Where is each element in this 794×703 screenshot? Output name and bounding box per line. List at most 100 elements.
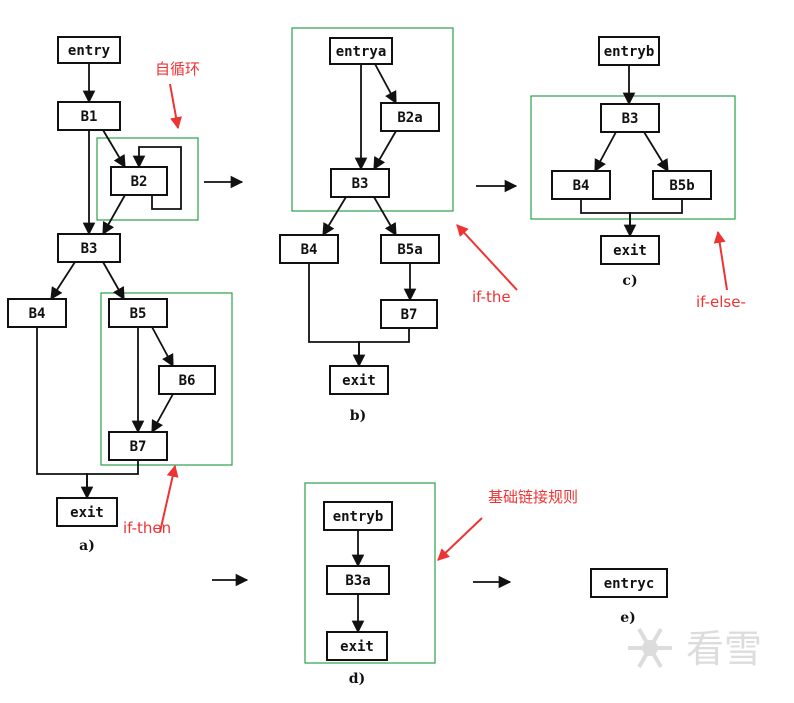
node-label: B5 <box>130 306 147 322</box>
node-label: B3 <box>81 241 98 257</box>
node-box <box>329 365 389 395</box>
node-a-B1[interactable]: B1 <box>57 101 121 131</box>
node-a-entry[interactable]: entry <box>57 36 121 64</box>
group-box-d-0 <box>304 482 436 664</box>
annotation-label: if-then <box>123 519 171 537</box>
node-label: B4 <box>301 242 318 258</box>
node-label: exit <box>70 505 104 521</box>
node-b-exit[interactable]: exit <box>329 365 389 395</box>
node-c-B4[interactable]: B4 <box>551 170 611 200</box>
annotation-arrow <box>159 464 179 533</box>
node-label: entryb <box>604 44 655 60</box>
node-label: exit <box>340 639 374 655</box>
node-b-B7[interactable]: B7 <box>380 299 438 329</box>
edge-a-B1-B2 <box>102 129 126 169</box>
panel-caption-e: e) <box>620 610 636 626</box>
annotation-arrow <box>169 83 182 130</box>
panel-caption-a: a) <box>79 538 95 554</box>
node-box <box>600 103 660 133</box>
node-label: exit <box>342 373 376 389</box>
node-d-B3a[interactable]: B3a <box>326 565 390 595</box>
watermark: 看雪 <box>628 627 762 671</box>
node-a-B3[interactable]: B3 <box>57 233 121 263</box>
group-box-b-0 <box>291 27 454 212</box>
node-b-B5a[interactable]: B5a <box>380 234 440 264</box>
node-a-B7[interactable]: B7 <box>108 431 168 461</box>
edge-b-B3-B5a <box>373 196 397 237</box>
edge-c-B4-exit <box>580 199 631 236</box>
node-b-B2a[interactable]: B2a <box>380 102 440 132</box>
node-a-B4[interactable]: B4 <box>7 298 67 328</box>
edge-a-B7-exit <box>86 460 139 498</box>
node-label: entrya <box>336 44 387 60</box>
edge-b-entrya-B2a <box>374 63 397 105</box>
node-a-B6[interactable]: B6 <box>158 365 216 395</box>
edge-c-B5b-exit <box>629 199 683 236</box>
edge-a-B4-exit <box>36 327 88 498</box>
node-a-B2[interactable]: B2 <box>110 166 168 196</box>
node-box <box>380 234 440 264</box>
edge-b-B3-B4 <box>322 196 347 237</box>
node-box <box>330 168 390 198</box>
node-box <box>279 234 339 264</box>
panel-caption-d: d) <box>349 671 365 687</box>
node-label: B2a <box>397 110 422 126</box>
node-a-exit[interactable]: exit <box>56 497 118 527</box>
node-label: B4 <box>29 306 46 322</box>
annotation-arrow <box>437 517 483 561</box>
node-c-B5b[interactable]: B5b <box>652 170 712 200</box>
node-box <box>380 299 438 329</box>
group-box-a-0 <box>96 137 199 221</box>
node-box <box>57 101 121 131</box>
node-d-entryb[interactable]: entryb <box>323 501 393 531</box>
node-box <box>600 235 660 265</box>
annotation-label: if-else- <box>696 293 746 311</box>
node-b-B3[interactable]: B3 <box>330 168 390 198</box>
edge-a-B5-B6 <box>151 326 174 368</box>
node-box <box>326 631 388 661</box>
edge-c-B3-B5b <box>643 131 669 173</box>
node-c-entryb[interactable]: entryb <box>598 36 660 66</box>
node-label: B4 <box>573 178 590 194</box>
node-c-exit[interactable]: exit <box>600 235 660 265</box>
node-a-B5[interactable]: B5 <box>108 298 168 328</box>
annotation-arrow <box>713 230 728 291</box>
node-b-B4[interactable]: B4 <box>279 234 339 264</box>
watermark-text: 看雪 <box>686 627 762 671</box>
node-label: entryb <box>333 509 384 525</box>
node-box <box>110 166 168 196</box>
node-e-entryc[interactable]: entryc <box>590 568 668 598</box>
edge-a-B2-B3 <box>102 194 126 236</box>
edge-b-B7-exit <box>358 328 410 366</box>
node-c-B3[interactable]: B3 <box>600 103 660 133</box>
node-box <box>598 36 660 66</box>
node-label: B3 <box>352 176 369 192</box>
node-box <box>326 565 390 595</box>
snowflake-icon <box>628 627 672 669</box>
edge-c-B3-B4 <box>594 131 617 173</box>
node-label: B6 <box>179 373 196 389</box>
node-d-exit[interactable]: exit <box>326 631 388 661</box>
annotation-label: 基础链接规则 <box>488 488 578 506</box>
node-label: B5b <box>669 178 694 194</box>
panel-caption-c: c) <box>622 273 637 289</box>
annotation-label: if-the <box>472 288 511 306</box>
node-box <box>551 170 611 200</box>
group-box-a-1 <box>100 292 233 466</box>
node-box <box>57 233 121 263</box>
node-box <box>380 102 440 132</box>
node-label: B1 <box>81 109 98 125</box>
panel-caption-b: b) <box>350 408 366 424</box>
node-label: exit <box>613 243 647 259</box>
node-label: entry <box>68 43 111 59</box>
node-label: B7 <box>401 307 418 323</box>
node-box <box>57 36 121 64</box>
node-b-entrya[interactable]: entrya <box>329 37 393 65</box>
edge-a-B3-B5 <box>102 261 125 301</box>
node-box <box>590 568 668 598</box>
node-label: B7 <box>130 439 147 455</box>
node-box <box>108 431 168 461</box>
edge-b-B4-exit <box>308 263 360 366</box>
